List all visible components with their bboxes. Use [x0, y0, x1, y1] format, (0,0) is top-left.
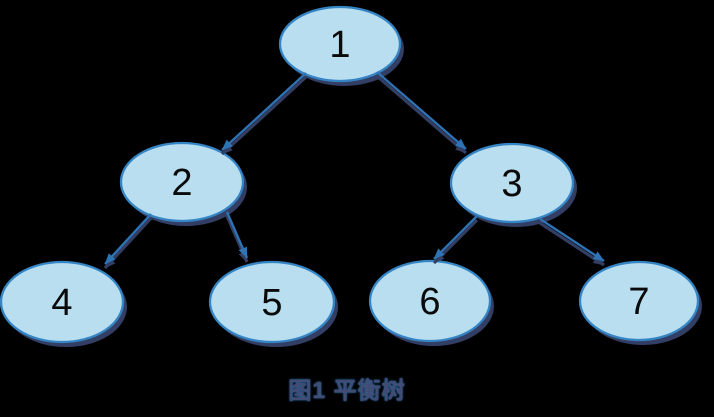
- tree-node-4: 4: [0, 260, 127, 347]
- edge-1-3: [375, 71, 468, 155]
- figure-caption: 图1 平衡树: [288, 377, 406, 403]
- edge-line: [433, 215, 478, 260]
- node-ellipse: [0, 260, 125, 344]
- tree-node-6: 6: [368, 259, 494, 346]
- edge-shadow-line: [225, 215, 249, 263]
- node-ellipse: [368, 259, 492, 343]
- edge-2-5: [225, 211, 249, 263]
- node-ellipse: [278, 5, 402, 83]
- node-label: 4: [51, 282, 72, 324]
- edge-shadow-line: [103, 216, 153, 270]
- edge-3-6: [432, 215, 479, 265]
- node-label: 5: [261, 282, 282, 324]
- edge-line: [221, 72, 307, 151]
- tree-node-7: 7: [578, 260, 702, 345]
- tree-node-3: 3: [449, 142, 577, 227]
- node-label: 3: [501, 163, 522, 205]
- tree-node-5: 5: [208, 260, 338, 347]
- edge-line: [225, 211, 249, 259]
- edge-shadow-line: [432, 218, 479, 265]
- edge-3-7: [539, 218, 605, 267]
- edge-line: [104, 213, 152, 265]
- edge-1-2: [220, 72, 308, 156]
- node-ellipse: [208, 260, 336, 344]
- edge-shadow-line: [375, 74, 468, 155]
- node-ellipse: [449, 142, 575, 224]
- edge-line: [376, 71, 467, 150]
- node-ellipse: [578, 260, 700, 342]
- edge-shadow-line: [539, 221, 605, 267]
- node-label: 1: [329, 24, 350, 66]
- edge-line: [539, 218, 605, 262]
- edge-2-4: [103, 213, 153, 270]
- node-label: 7: [628, 281, 649, 323]
- node-label: 6: [419, 281, 440, 323]
- node-ellipse: [119, 141, 245, 223]
- node-label: 2: [171, 162, 192, 204]
- edge-shadow-line: [220, 75, 308, 156]
- tree-node-2: 2: [119, 141, 247, 226]
- tree-node-1: 1: [278, 5, 404, 86]
